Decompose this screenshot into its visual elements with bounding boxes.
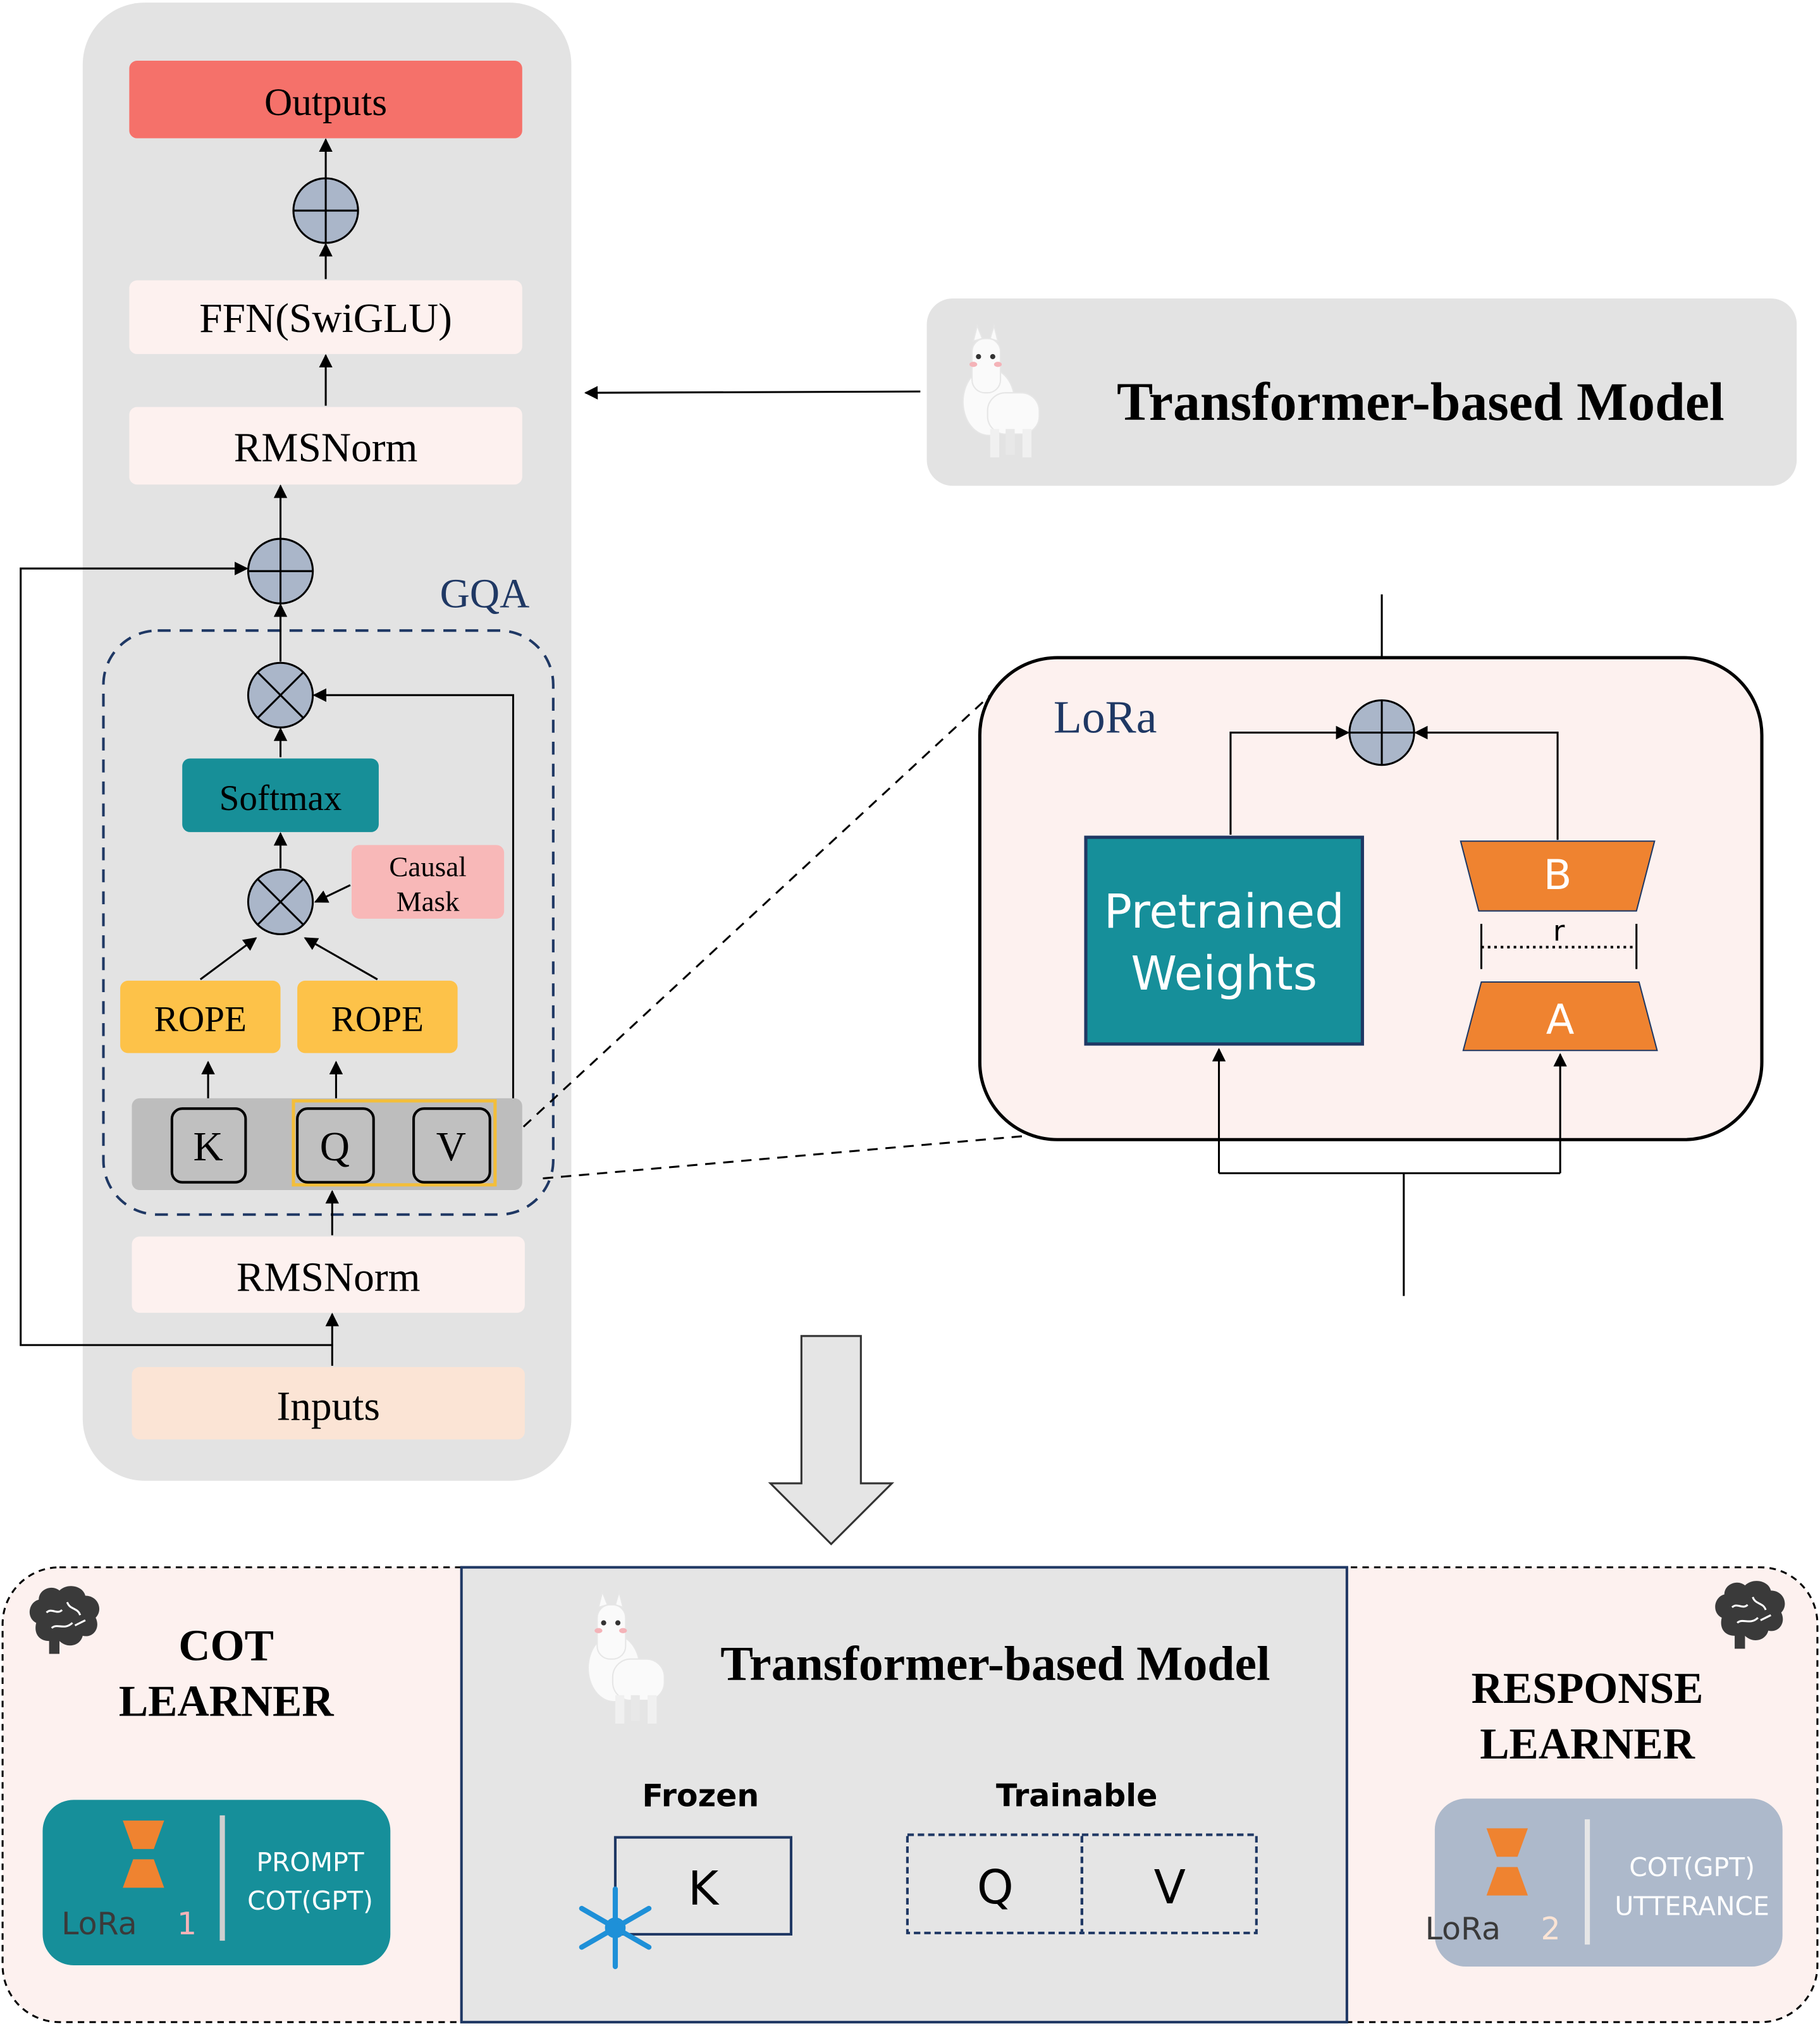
k-label: K [193,1124,223,1170]
frozen-k-label: K [688,1862,720,1916]
causal-mask-box [351,845,505,919]
model-to-block-arrow [584,386,921,400]
gqa-box [102,629,555,1216]
ffn-box [129,280,522,354]
softmax-label: Softmax [219,778,342,818]
frozen-k-matrix [613,1836,792,1936]
lora-a-matrix [1462,981,1658,1052]
outputs-label: Outputs [264,81,387,124]
frozen-label: Frozen [642,1777,759,1814]
multiply-icon-bottom [247,868,314,935]
rank-label: r [1553,914,1565,948]
rmsnorm-top-box [129,407,522,485]
trainable-v-matrix [1080,1833,1258,1934]
trainable-q-label: Q [977,1861,1014,1915]
rope-left-label: ROPE [154,1000,247,1040]
response-input-line-2: UTTERANCE [1614,1891,1769,1921]
cot-learner-title-2: LEARNER [119,1678,335,1726]
ffn-label: FFN(SwiGLU) [199,296,452,341]
lora1-index: 1 [177,1905,197,1942]
k-matrix [170,1107,247,1184]
softmax-box [182,758,379,832]
add-icon-top [292,177,359,244]
cot-learner-title-1: COT [178,1622,274,1671]
cot-lora-card [42,1800,391,1965]
lora-b-matrix [1460,840,1656,912]
inputs-box [132,1366,525,1440]
cot-input-line-2: COT(GPT) [247,1886,373,1916]
lora2-label: LoRa [1425,1910,1501,1947]
rmsnorm-bottom-box [132,1236,525,1313]
trainable-v-label: V [1154,1861,1186,1915]
pretrained-label-1: Pretrained [1104,885,1344,939]
cot-input-line-1: PROMPT [257,1847,365,1877]
zoom-line-bottom [543,1134,1028,1180]
model-header-title: Transformer-based Model [1117,372,1725,432]
zoom-line-top [522,681,1005,1127]
lora-b-label: B [1544,851,1572,899]
lora2-index: 2 [1540,1910,1560,1947]
residual-connection [20,562,333,1346]
v-label: V [436,1124,466,1170]
model-header-panel [926,298,1797,486]
lora1-label: LoRa [61,1905,137,1942]
rope-right-label: ROPE [331,1000,424,1040]
q-label: Q [320,1124,350,1170]
rmsnorm-top-label: RMSNorm [234,425,418,470]
bottom-model-title: Transformer-based Model [720,1636,1270,1690]
q-matrix [296,1107,375,1184]
gqa-label: GQA [440,571,530,617]
rope-right-box [297,980,458,1053]
big-down-arrow [768,1335,895,1545]
inputs-label: Inputs [276,1384,379,1430]
add-icon-residual [247,537,314,605]
trainable-label: Trainable [996,1777,1157,1814]
rmsnorm-bottom-label: RMSNorm [237,1255,421,1300]
response-input-line-1: COT(GPT) [1629,1852,1755,1882]
lora-add-icon [1348,699,1415,766]
response-learner-title-1: RESPONSE [1472,1664,1704,1713]
outputs-box [129,61,522,138]
pretrained-label-2: Weights [1131,947,1317,1001]
pretrained-weights-box [1084,835,1364,1046]
causal-mask-label-2: Mask [397,886,460,918]
lora-a-label: A [1546,996,1575,1044]
qv-highlight [292,1099,497,1187]
causal-mask-label-1: Causal [389,850,466,882]
multiply-icon-top [247,661,314,728]
lora-detail-label: LoRa [1054,691,1157,743]
response-learner-title-2: LEARNER [1480,1720,1695,1769]
v-matrix [412,1107,491,1184]
snowflake-icon [579,1886,652,1970]
rope-left-box [120,980,281,1053]
